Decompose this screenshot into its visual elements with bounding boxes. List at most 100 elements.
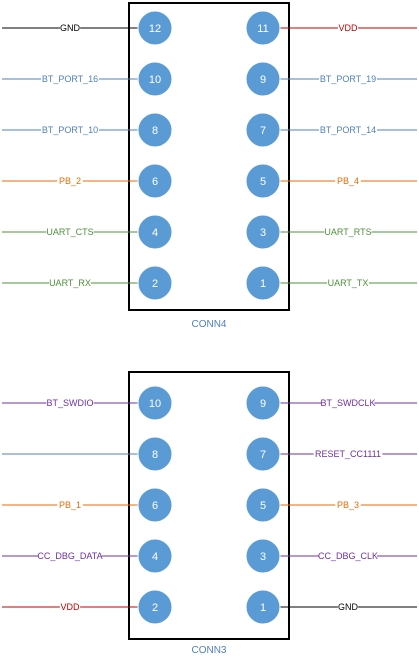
pin-pad <box>137 214 173 250</box>
pin-label-bg <box>313 448 383 460</box>
pin-label-bg <box>41 73 99 85</box>
pin-pad <box>245 265 281 301</box>
pin-number: 5 <box>260 500 266 512</box>
pin-5: PB_3 5 <box>245 487 417 523</box>
pin-number: 6 <box>152 176 158 188</box>
pin-pad <box>137 265 173 301</box>
pin-7: BT_PORT_14 7 <box>245 112 417 148</box>
pin-number: 9 <box>260 398 266 410</box>
pin-pad <box>245 214 281 250</box>
pin-label: PB_4 <box>337 176 359 186</box>
pin-label-bg <box>319 73 377 85</box>
pin-pad <box>245 10 281 46</box>
pin-pad <box>137 112 173 148</box>
pin-4: CC_DBG_DATA 4 <box>2 538 173 574</box>
pin-number: 10 <box>149 398 161 410</box>
pin-pad <box>137 538 173 574</box>
pin-pad <box>245 589 281 625</box>
pin-label: GND <box>60 23 81 33</box>
pin-label-bg <box>59 601 81 613</box>
pin-label: BT_SWDIO <box>46 398 93 408</box>
pin-number: 7 <box>260 125 266 137</box>
pin-label: BT_PORT_19 <box>320 74 376 84</box>
pin-10: BT_PORT_16 10 <box>2 61 173 97</box>
pin-label: VDD <box>338 23 358 33</box>
pin-label-bg <box>41 124 99 136</box>
pin-label-bg <box>335 175 361 187</box>
pin-10: BT_SWDIO 10 <box>2 385 173 421</box>
pin-label: BT_PORT_10 <box>42 125 98 135</box>
pin-label: PB_3 <box>337 500 359 510</box>
pin-9: BT_PORT_19 9 <box>245 61 417 97</box>
pin-label-bg <box>337 601 359 613</box>
pin-pad <box>137 10 173 46</box>
pin-pad <box>245 538 281 574</box>
pin-number: 10 <box>149 74 161 86</box>
pin-pad <box>245 61 281 97</box>
pin-label-bg <box>319 124 377 136</box>
pin-label: BT_PORT_16 <box>42 74 98 84</box>
pin-pad <box>245 385 281 421</box>
pin-label: BT_PORT_14 <box>320 125 376 135</box>
pin-number: 3 <box>260 227 266 239</box>
pin-2: UART_RX 2 <box>2 265 173 301</box>
connector-body <box>128 2 290 311</box>
pin-label: CC_DBG_DATA <box>37 551 102 561</box>
pin-label-bg <box>57 499 83 511</box>
pin-6: PB_2 6 <box>2 163 173 199</box>
pin-pad <box>137 487 173 523</box>
pin-number: 1 <box>260 278 266 290</box>
pin-number: 4 <box>152 551 158 563</box>
connector-title: CONN4 <box>191 319 226 330</box>
pin-label: PB_1 <box>59 500 81 510</box>
pin-label-bg <box>38 550 102 562</box>
pin-number: 6 <box>152 500 158 512</box>
pin-11: VDD 11 <box>245 10 417 46</box>
pin-label-bg <box>321 397 375 409</box>
pin-1: UART_TX1 <box>245 265 417 301</box>
pin-number: 2 <box>152 602 158 614</box>
pin-label: VDD <box>60 602 80 612</box>
pin-label: CC_DBG_CLK <box>318 551 378 561</box>
pin-8: BT_PORT_10 8 <box>2 112 173 148</box>
pin-pad <box>245 436 281 472</box>
pin-1: GND 1 <box>245 589 417 625</box>
pin-label-bg <box>327 277 369 289</box>
pin-number: 2 <box>152 278 158 290</box>
pin-label-bg <box>337 22 359 34</box>
pin-label-bg <box>49 277 91 289</box>
pin-number: 8 <box>152 125 158 137</box>
pin-6: PB_1 6 <box>2 487 173 523</box>
pin-label: PB_2 <box>59 176 81 186</box>
pin-number: 12 <box>149 23 161 35</box>
pin-pad <box>245 163 281 199</box>
pin-pad <box>137 163 173 199</box>
pin-label-bg <box>335 499 361 511</box>
pin-label: UART_RX <box>49 278 91 288</box>
pin-12: GND 12 <box>2 10 173 46</box>
pin-number: 1 <box>260 602 266 614</box>
pin-2: VDD 2 <box>2 589 173 625</box>
pin-label: GND <box>338 602 359 612</box>
pin-label-bg <box>57 175 83 187</box>
pin-number: 8 <box>152 449 158 461</box>
pin-number: 5 <box>260 176 266 188</box>
pin-pad <box>137 589 173 625</box>
pin-label: UART_CTS <box>46 227 93 237</box>
pin-number: 9 <box>260 74 266 86</box>
pin-label: RESET_CC1111 <box>315 449 381 459</box>
pin-pad <box>137 436 173 472</box>
pin-label: BT_SWDCLK <box>320 398 375 408</box>
pin-7: RESET_CC1111 7 <box>245 436 417 472</box>
pin-pad <box>245 487 281 523</box>
pin-label-bg <box>46 226 94 238</box>
pin-number: 11 <box>257 23 268 35</box>
connector-title: CONN3 <box>191 645 226 656</box>
pin-number: 7 <box>260 449 266 461</box>
